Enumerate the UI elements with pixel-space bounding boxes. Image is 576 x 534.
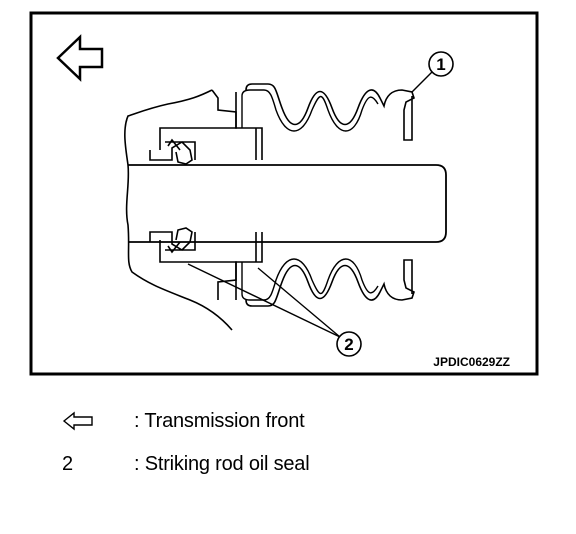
seal-diagram: 1 2 JPDIC0629ZZ xyxy=(29,11,539,376)
callout-1-leader xyxy=(411,71,433,93)
dust-boot-lower-inner xyxy=(241,258,379,301)
legend-symbol-oil-seal: 2 xyxy=(62,453,74,475)
figure-code: JPDIC0629ZZ xyxy=(433,355,510,369)
callout-2-leader-a xyxy=(257,267,341,338)
diagram-frame xyxy=(29,11,539,376)
legend-row-oil-seal: 2 : Striking rod oil seal xyxy=(0,449,576,479)
legend-text-oil-seal: : Striking rod oil seal xyxy=(134,453,310,475)
legend-row-front: : Transmission front xyxy=(0,406,576,436)
callout-1-label: 1 xyxy=(436,55,445,74)
legend-text-front: : Transmission front xyxy=(134,410,305,432)
housing-lower-step xyxy=(159,240,237,300)
hollow-left-arrow-icon xyxy=(56,34,104,82)
legend-symbol-front xyxy=(62,406,96,440)
oil-seal-lower xyxy=(149,227,196,254)
hollow-left-arrow-icon xyxy=(62,411,93,431)
callout-2-label: 2 xyxy=(344,335,353,354)
striking-rod xyxy=(128,164,447,243)
oil-seal-upper xyxy=(149,138,196,165)
dust-boot-upper-inner xyxy=(241,89,379,132)
callout-1-circle xyxy=(428,51,454,77)
housing-outline xyxy=(124,89,233,331)
dust-boot-upper xyxy=(245,83,415,141)
callout-2-leader-b xyxy=(187,263,341,338)
dust-boot-lower xyxy=(245,259,415,307)
callout-2-circle xyxy=(336,331,362,357)
boot-flange xyxy=(235,92,263,300)
